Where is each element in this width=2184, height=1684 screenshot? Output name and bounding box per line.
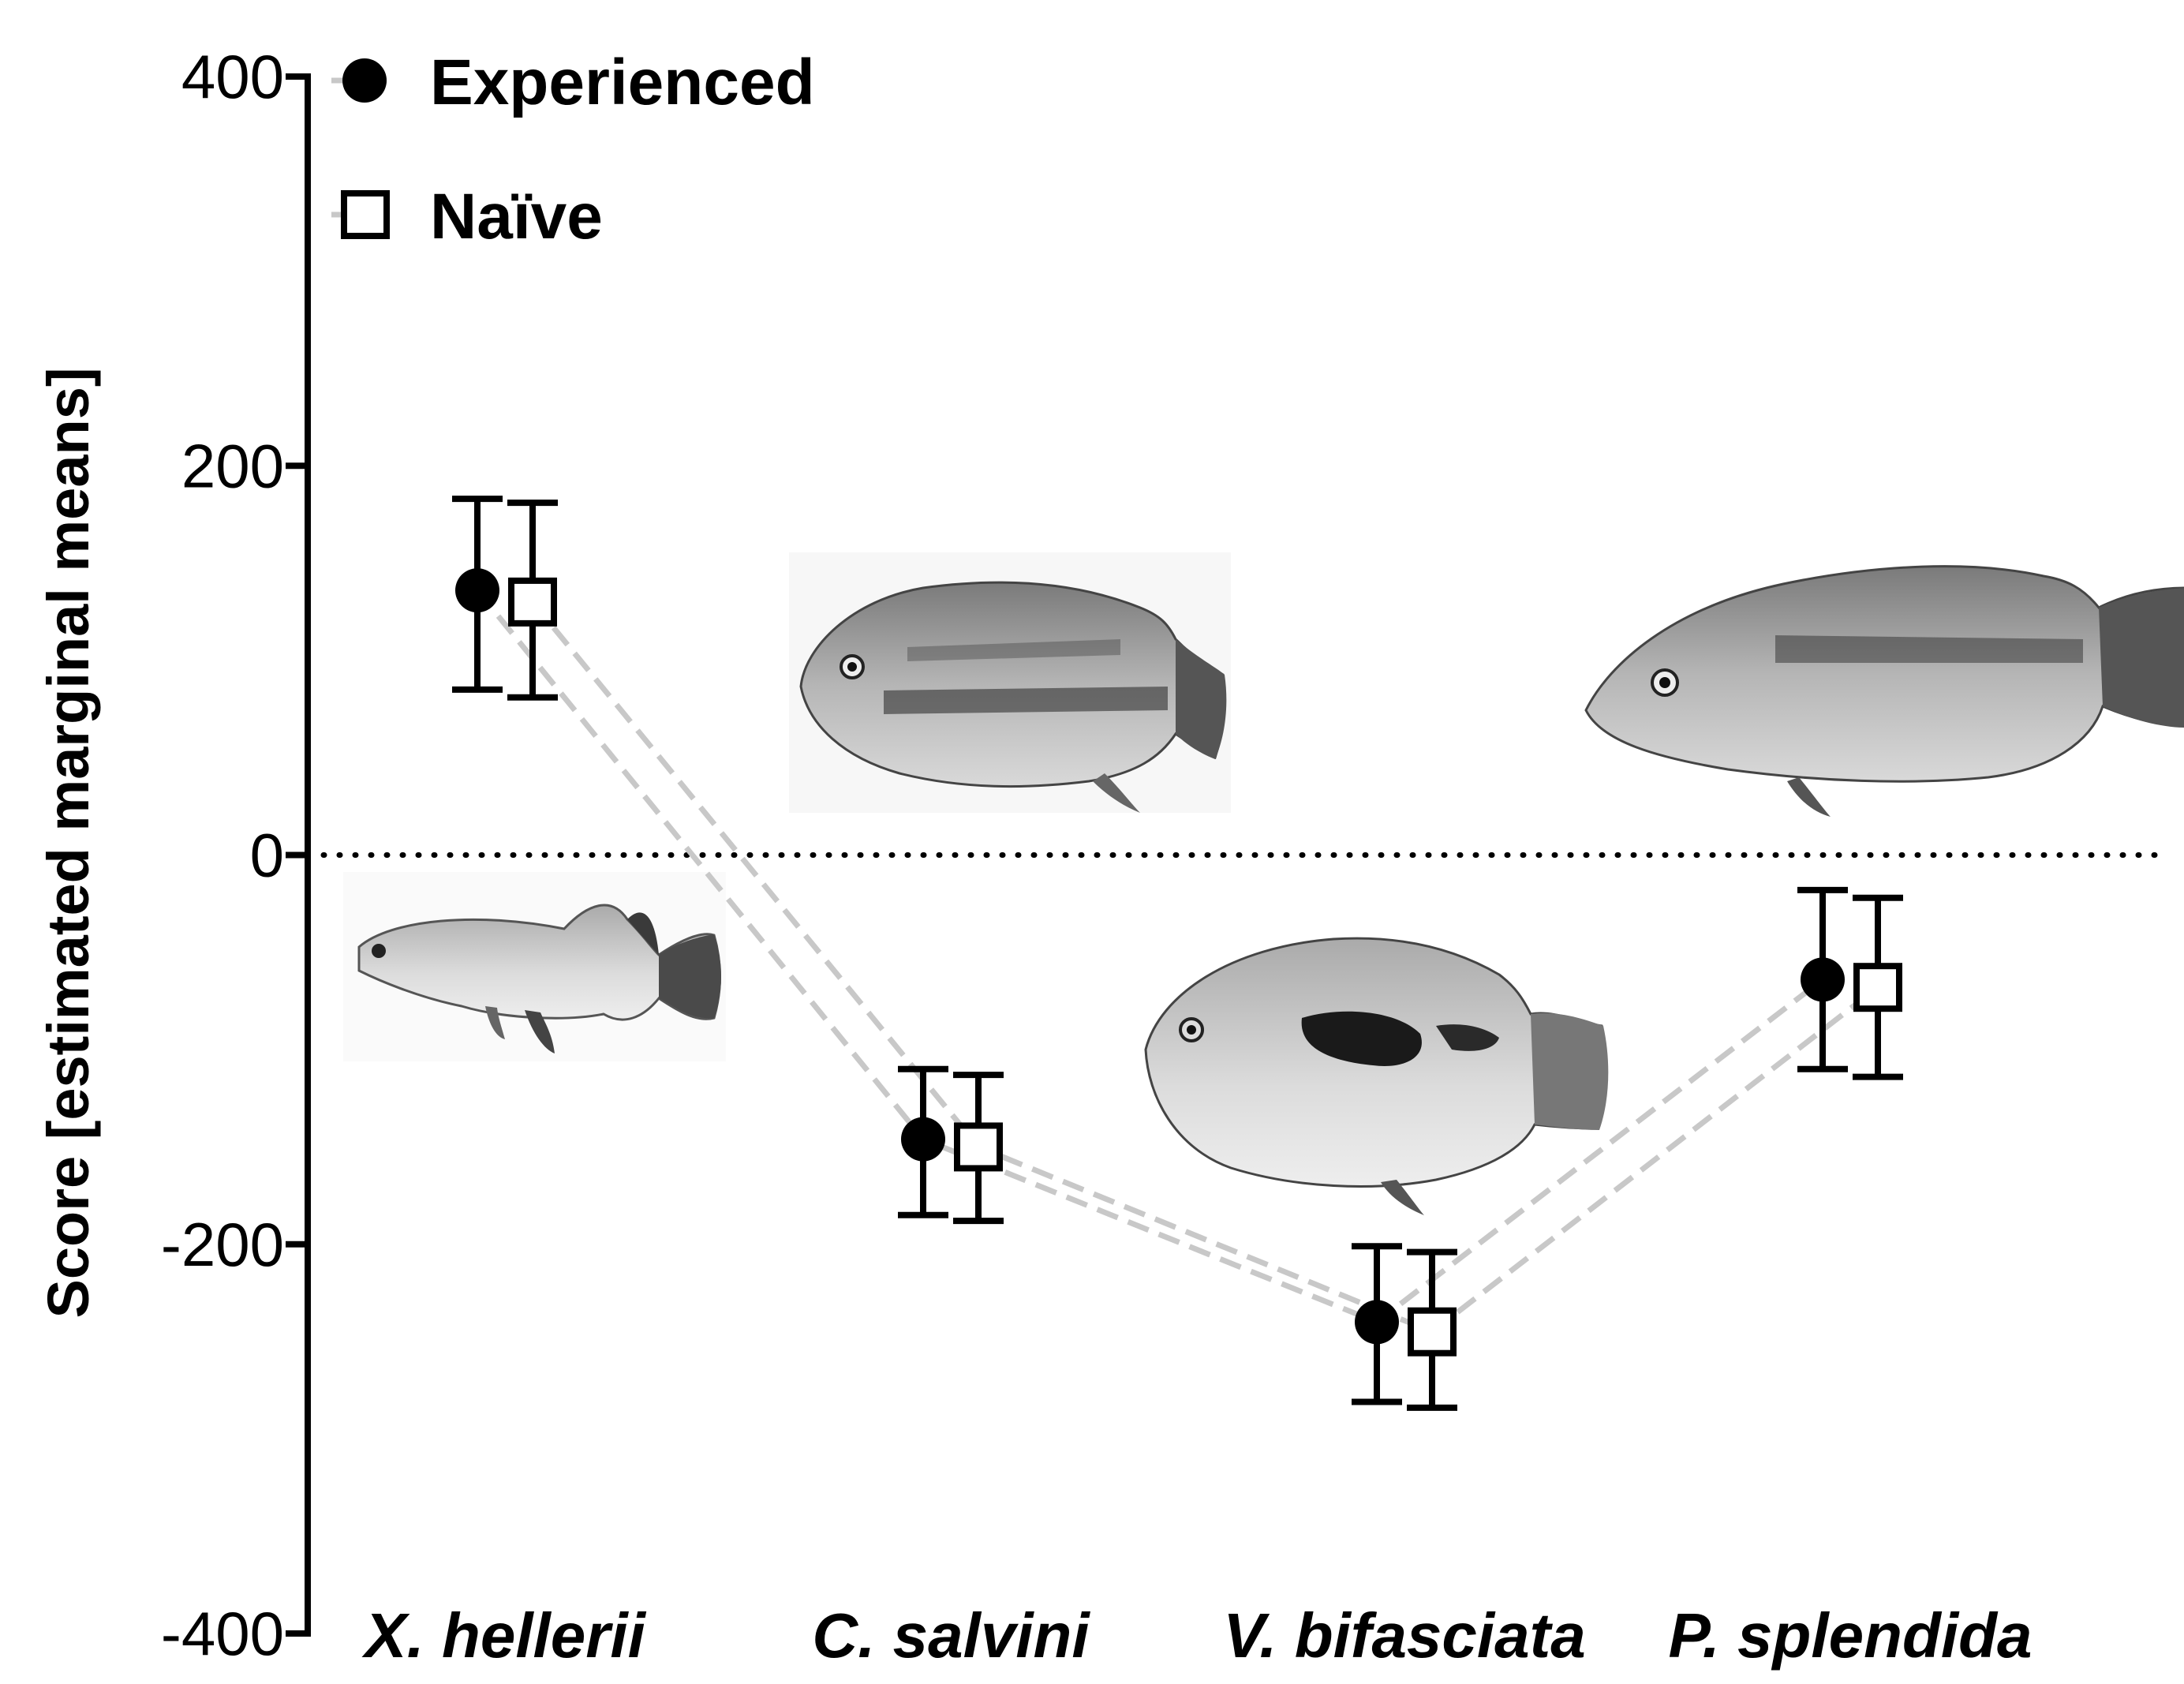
series-connectors xyxy=(475,588,1880,1335)
x-category-label: C. salvini xyxy=(812,1600,1090,1671)
experienced-point xyxy=(1355,1300,1399,1345)
data-markers xyxy=(455,568,1902,1357)
y-axis-label: Score [estimated marginal means] xyxy=(36,368,101,1319)
naive-point xyxy=(1853,963,1902,1012)
x-category-label: P. splendida xyxy=(1669,1600,2033,1671)
y-tick-label: 0 xyxy=(250,821,284,890)
x-category-label: X. hellerii xyxy=(361,1600,646,1671)
legend-label: Experienced xyxy=(430,47,815,118)
series-connector-line xyxy=(475,588,1825,1326)
series-connector-line xyxy=(530,600,1880,1335)
experienced-point xyxy=(1801,957,1845,1002)
y-tick-label: -200 xyxy=(161,1210,284,1279)
x-category-labels: X. hellerii C. salvini V. bifasciata P. spl… xyxy=(361,1600,2032,1671)
legend-label: Naïve xyxy=(430,181,603,253)
y-tick-label: 400 xyxy=(181,42,284,111)
naive-point xyxy=(508,577,557,627)
y-tick-label: 200 xyxy=(181,431,284,500)
y-tick-label: -400 xyxy=(161,1599,284,1668)
y-axis-ticks: -400 -200 0 200 400 xyxy=(161,42,308,1668)
bifasciata-fish-image xyxy=(1144,937,1609,1215)
naive-point xyxy=(1408,1307,1457,1357)
naive-point xyxy=(954,1122,1003,1172)
fish-images xyxy=(343,552,2184,1215)
swordtail-fish-image xyxy=(343,872,726,1061)
experienced-point xyxy=(455,568,499,613)
splendida-fish-image xyxy=(1584,565,2184,817)
salvini-fish-image xyxy=(789,552,1231,813)
legend-experienced-marker xyxy=(342,58,387,103)
legend-naive-marker xyxy=(341,190,390,239)
experienced-point xyxy=(901,1117,945,1162)
x-category-label: V. bifasciata xyxy=(1223,1600,1586,1671)
